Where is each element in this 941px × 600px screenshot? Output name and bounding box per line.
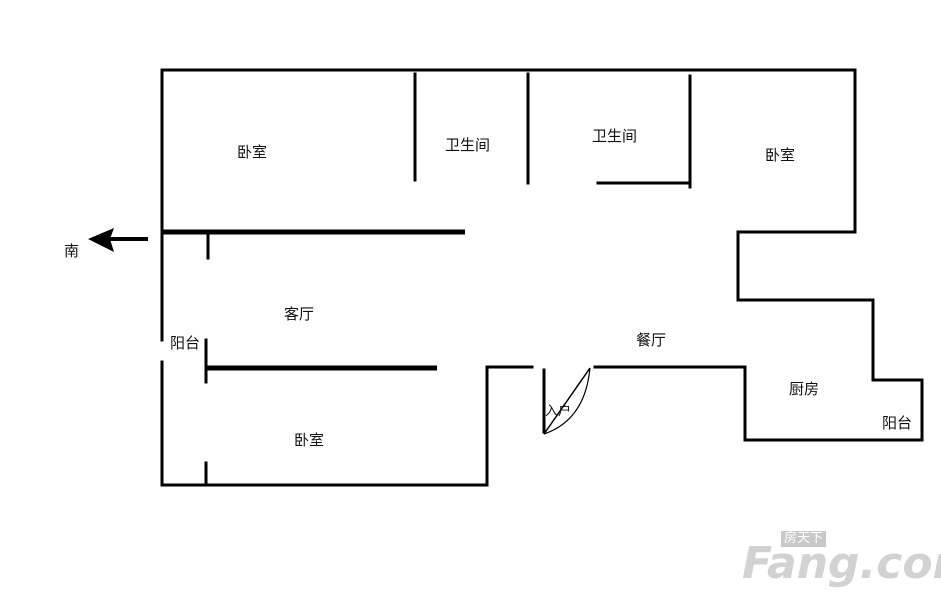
entrance-door xyxy=(543,367,591,435)
room-label-bathroom-1: 卫生间 xyxy=(445,136,490,154)
compass-label: 南 xyxy=(64,242,79,260)
room-label-bathroom-2: 卫生间 xyxy=(592,127,637,145)
room-label-bedroom-top-right: 卧室 xyxy=(765,146,795,164)
room-label-kitchen: 厨房 xyxy=(789,380,819,398)
room-label-bedroom-top-left: 卧室 xyxy=(237,143,267,161)
interior-walls xyxy=(162,72,692,487)
compass-arrow xyxy=(88,228,148,252)
room-label-balcony-right: 阳台 xyxy=(882,414,912,432)
room-label-entrance: 入户 xyxy=(545,403,571,419)
watermark-brand: Fang.com xyxy=(742,538,941,589)
room-label-dining-room: 餐厅 xyxy=(636,331,666,349)
watermark-tag: 房天下 xyxy=(781,531,827,547)
room-label-balcony-left: 阳台 xyxy=(170,334,200,352)
room-label-living-room: 客厅 xyxy=(284,305,314,323)
outer-walls xyxy=(160,68,924,487)
room-label-bedroom-bottom: 卧室 xyxy=(294,431,324,449)
